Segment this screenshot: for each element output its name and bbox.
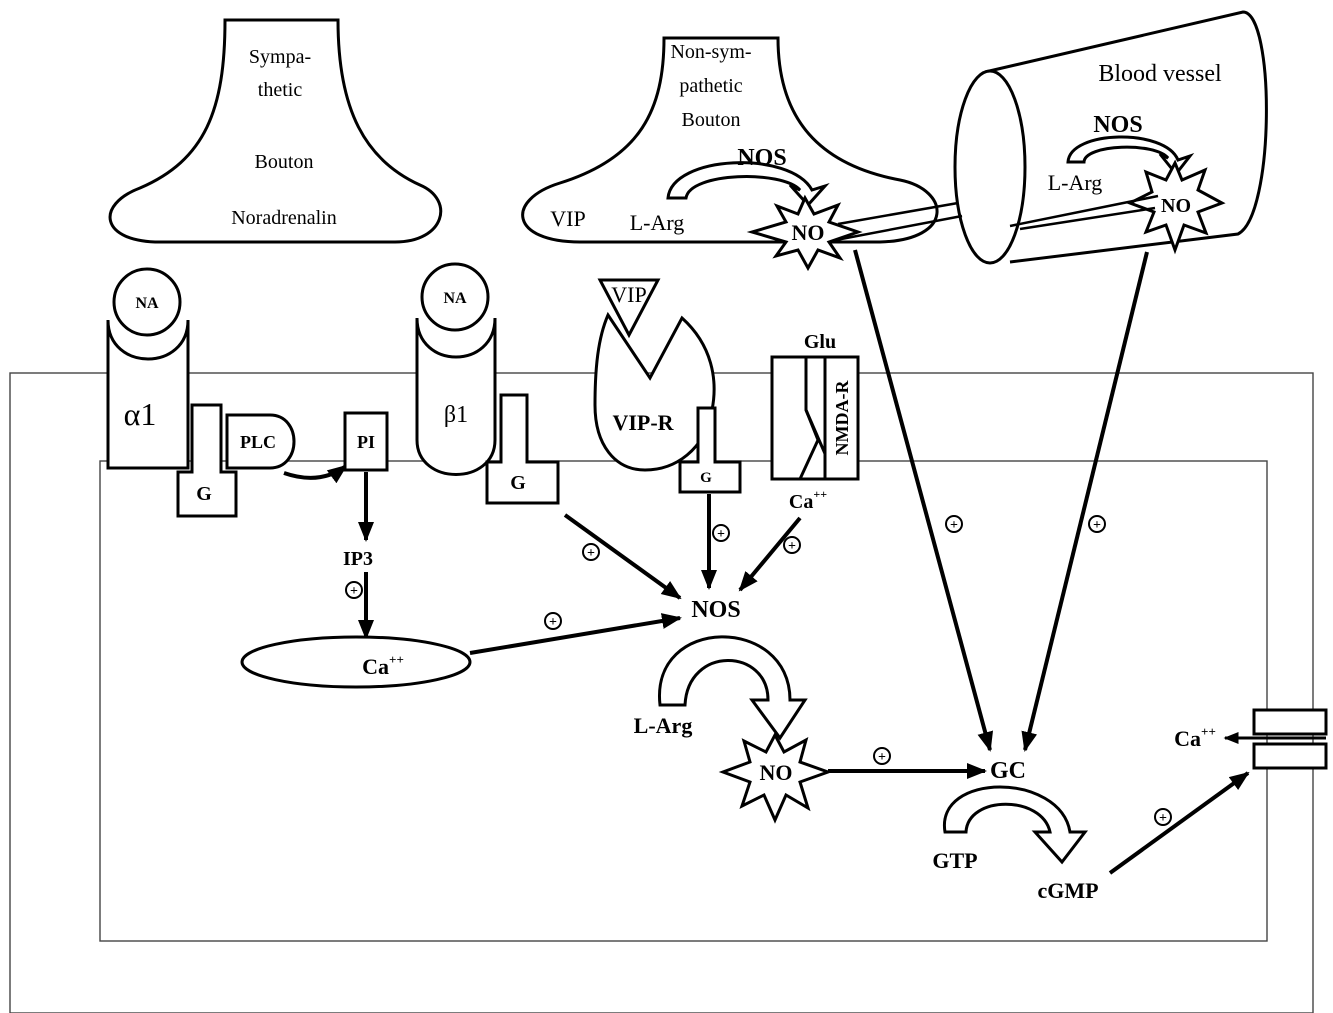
nmda-to-nos-arrow xyxy=(740,518,800,590)
plus-sign-ca-nos: + xyxy=(545,613,561,630)
gc-label: GC xyxy=(990,758,1026,784)
svg-text:+: + xyxy=(878,750,886,765)
nmda-ca-label: Ca++ xyxy=(789,487,827,513)
gbeta-to-nos-arrow xyxy=(565,515,680,598)
plus-sign-cgmp: + xyxy=(1155,809,1171,826)
vessel-no-to-gc-arrow xyxy=(1025,252,1147,750)
svg-text:+: + xyxy=(788,539,796,554)
nmda-r-label: NMDA-R xyxy=(832,380,852,456)
plus-sign-ip3: + xyxy=(346,582,362,599)
nos-label: NOS xyxy=(691,597,740,623)
ip3-label: IP3 xyxy=(343,548,373,570)
bouton-no-to-gc-arrow xyxy=(855,250,990,750)
blood-vessel-lumen xyxy=(955,71,1025,263)
na-alpha-label: NA xyxy=(135,295,159,312)
svg-text:+: + xyxy=(350,584,358,599)
vessel-nos-label: NOS xyxy=(1093,112,1142,138)
blood-vessel-label: Blood vessel xyxy=(1098,61,1222,87)
g-alpha-label: G xyxy=(196,483,212,505)
plus-sign-no-gc: + xyxy=(874,748,890,765)
glu-label: Glu xyxy=(804,331,836,353)
svg-text:+: + xyxy=(717,527,725,542)
cgmp-to-channel-arrow xyxy=(1110,773,1248,873)
svg-text:+: + xyxy=(1093,518,1101,533)
ca-channel-label: Ca++ xyxy=(1174,724,1216,751)
ca-store xyxy=(242,637,470,687)
nonsympathetic-label-1: Non-sym- xyxy=(670,41,751,63)
svg-text:+: + xyxy=(549,615,557,630)
plc-label: PLC xyxy=(240,432,276,452)
nonsympathetic-label-2: pathetic xyxy=(679,75,742,97)
plus-sign-gbeta: + xyxy=(583,544,599,561)
plus-sign-nmda: + xyxy=(784,537,800,554)
sympathetic-label-1: Sympa- xyxy=(249,46,311,68)
g-beta-label: G xyxy=(510,472,526,494)
sympathetic-label-2: thetic xyxy=(258,79,303,101)
bouton-vip-label: VIP xyxy=(550,206,585,231)
alpha1-label: α1 xyxy=(124,396,157,432)
na-beta-label: NA xyxy=(443,290,467,307)
svg-text:+: + xyxy=(587,546,595,561)
vip-receptor xyxy=(595,315,714,470)
bouton-no-label: NO xyxy=(792,220,825,245)
vessel-larg-label: L-Arg xyxy=(1048,170,1103,195)
ca-channel-top xyxy=(1254,710,1326,734)
ca-channel-bottom xyxy=(1254,744,1326,768)
alpha1-receptor xyxy=(108,320,188,468)
vip-ligand-label: VIP xyxy=(611,282,646,307)
larg-label: L-Arg xyxy=(634,713,693,738)
plus-sign-gvip: + xyxy=(713,525,729,542)
svg-text:+: + xyxy=(950,518,958,533)
ca-to-nos-arrow xyxy=(470,618,680,653)
sympathetic-label-4: Noradrenalin xyxy=(231,207,337,229)
bouton-nos-label: NOS xyxy=(737,145,786,171)
plc-to-pi-arrow xyxy=(284,466,346,478)
svg-text:+: + xyxy=(1159,811,1167,826)
vessel-no-label: NO xyxy=(1161,195,1191,217)
beta1-receptor xyxy=(417,318,495,475)
beta1-label: β1 xyxy=(444,402,468,428)
plus-sign-vessel-no: + xyxy=(1089,516,1105,533)
plus-sign-bouton-no: + xyxy=(946,516,962,533)
bouton-larg-label: L-Arg xyxy=(630,210,685,235)
cgmp-label: cGMP xyxy=(1037,878,1098,903)
pi-label: PI xyxy=(357,432,375,452)
sympathetic-label-3: Bouton xyxy=(255,151,314,173)
no-label: NO xyxy=(760,760,793,785)
vip-r-label: VIP-R xyxy=(612,410,674,435)
nonsympathetic-label-3: Bouton xyxy=(682,109,741,131)
gtp-label: GTP xyxy=(932,848,977,873)
g-vip-label: G xyxy=(700,470,712,486)
